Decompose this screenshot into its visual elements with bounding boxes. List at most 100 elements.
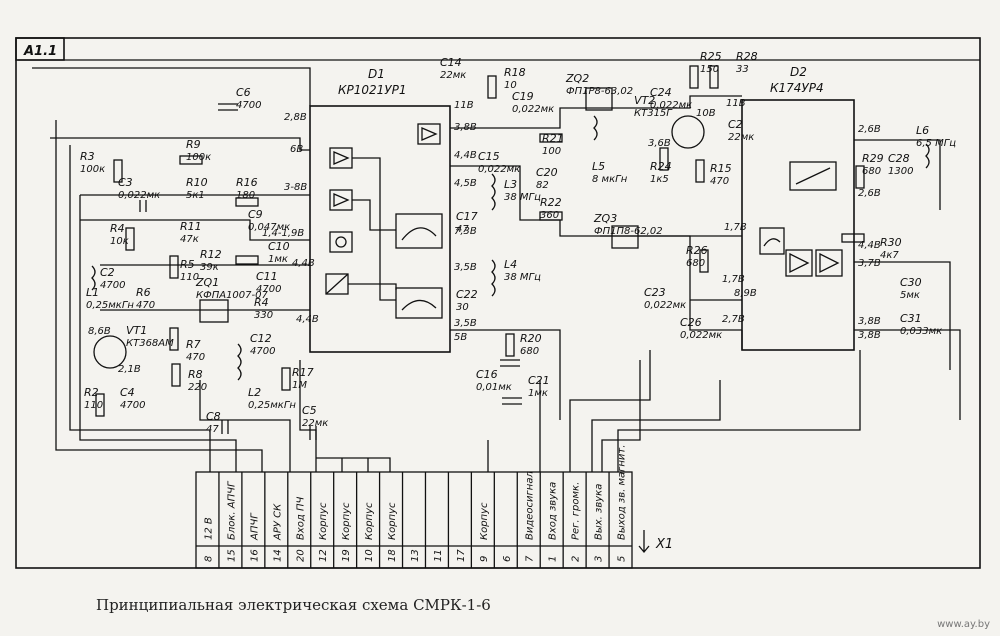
component-value: ФП1Р8-63,02	[566, 86, 633, 97]
connector-pin-number: 12	[318, 549, 329, 562]
component-value: 1к5	[650, 174, 669, 185]
diagram-caption: Принципиальная электрическая схема СМРК-…	[96, 596, 491, 614]
component-value: 4700	[100, 280, 125, 291]
component-ref: C22	[456, 288, 478, 301]
component-ref: ZQ1	[195, 276, 219, 289]
component-ref: C5	[302, 404, 317, 417]
component-value: 22мк	[440, 70, 466, 81]
connector-pin-number: 6	[502, 556, 513, 562]
component-ref: C9	[248, 208, 263, 221]
connector-pin-label: Корпус	[479, 502, 490, 540]
voltage-label: 4,4В	[296, 314, 319, 325]
component-value: 180	[236, 190, 255, 201]
connector-pin-label: Рег. громк.	[571, 482, 582, 540]
ic-d1-ref: D1	[368, 67, 385, 81]
voltage-label: 8,6В	[88, 326, 111, 337]
voltage-label: 3,7В	[858, 258, 881, 269]
component-value: 38 МГц	[504, 272, 541, 283]
component-ref: R16	[236, 176, 258, 189]
component-ref: C19	[512, 90, 534, 103]
component-ref: C6	[236, 86, 251, 99]
component-value: 0,033мк	[900, 326, 942, 337]
component-ref: R17	[292, 366, 314, 379]
voltage-label: 3,8В	[454, 122, 477, 133]
component-ref: R11	[180, 220, 202, 233]
component-value: 39к	[200, 262, 219, 273]
component-ref: R29	[862, 152, 884, 165]
component-ref: R4	[254, 296, 269, 309]
component-value: 150	[700, 64, 719, 75]
component-ref: C3	[118, 176, 133, 189]
component-value: КТ368АМ	[126, 338, 174, 349]
component-ref: C11	[256, 270, 278, 283]
component-value: 1мк	[528, 388, 548, 399]
component-value: 4700	[236, 100, 261, 111]
ic-d1-part: КР1021УР1	[338, 83, 406, 97]
connector-pin-number: 15	[226, 549, 237, 562]
component-value: 4к7	[880, 250, 899, 261]
voltage-label: 2,8В	[284, 112, 307, 123]
component-value: 680	[686, 258, 705, 269]
connector-pin-label: Вход звука	[548, 482, 559, 540]
voltage-label: 3-8В	[284, 182, 307, 193]
component-ref: R22	[540, 196, 562, 209]
component-value: 360	[540, 210, 559, 221]
component-value: 0,022мк	[650, 100, 692, 111]
component-ref: L4	[504, 258, 517, 271]
component-ref: C8	[206, 410, 221, 423]
connector-x1	[195, 471, 633, 569]
component-ref: C12	[250, 332, 272, 345]
component-ref: C17	[456, 210, 478, 223]
connector-pin-label: Выход зв. магнит.	[617, 445, 628, 540]
voltage-label: 6В	[290, 144, 303, 155]
component-value: 100	[542, 146, 561, 157]
component-ref: VT1	[126, 324, 147, 337]
connector-pin-number: 5	[617, 556, 628, 562]
voltage-label: 4,5В	[454, 178, 477, 189]
voltage-label: 7,3В	[454, 226, 477, 237]
connector-pin-label: Вход ПЧ	[295, 496, 306, 540]
component-ref: R28	[736, 50, 758, 63]
component-ref: L3	[504, 178, 517, 191]
component-value: 22мк	[728, 132, 754, 143]
voltage-label: 11В	[454, 100, 474, 111]
component-value: 47	[456, 224, 469, 235]
component-value: 0,01мк	[476, 382, 512, 393]
component-ref: R7	[186, 338, 201, 351]
connector-pin-label: Корпус	[318, 502, 329, 540]
sheet-frame	[15, 37, 981, 569]
component-value: 33	[736, 64, 749, 75]
connector-pin-number: 10	[364, 549, 375, 562]
component-value: 0,022мк	[118, 190, 160, 201]
component-value: 6,5 МГц	[916, 138, 956, 149]
component-ref: L5	[592, 160, 605, 173]
component-value: КФПА1007-07	[196, 290, 268, 301]
voltage-label: 8,9В	[734, 288, 757, 299]
component-ref: C16	[476, 368, 498, 381]
ic-d2-ref: D2	[790, 65, 807, 79]
component-value: 1М	[292, 380, 307, 391]
voltage-label: 11В	[726, 98, 746, 109]
ic-d1	[309, 105, 451, 353]
connector-ref: Х1	[655, 537, 673, 552]
voltage-label: 3,6В	[648, 138, 671, 149]
component-ref: C23	[644, 286, 666, 299]
connector-pin-number: 20	[295, 549, 306, 562]
component-ref: R2	[84, 386, 99, 399]
connector-pin-number: 11	[433, 549, 444, 562]
component-value: 30	[456, 302, 469, 313]
component-ref: R24	[650, 160, 672, 173]
component-ref: R20	[520, 332, 542, 345]
component-value: 47к	[180, 234, 199, 245]
connector-pin-number: 2	[571, 556, 582, 562]
connector-pin-label: АРУ СК	[272, 503, 283, 541]
voltage-label: 5В	[454, 332, 467, 343]
component-value: 110	[180, 272, 199, 283]
component-ref: R26	[686, 244, 708, 257]
component-ref: R9	[186, 138, 201, 151]
component-ref: R5	[180, 258, 195, 271]
component-value: 8 мкГн	[592, 174, 628, 185]
voltage-label: 4,4В	[454, 150, 477, 161]
component-value: 1300	[888, 166, 913, 177]
